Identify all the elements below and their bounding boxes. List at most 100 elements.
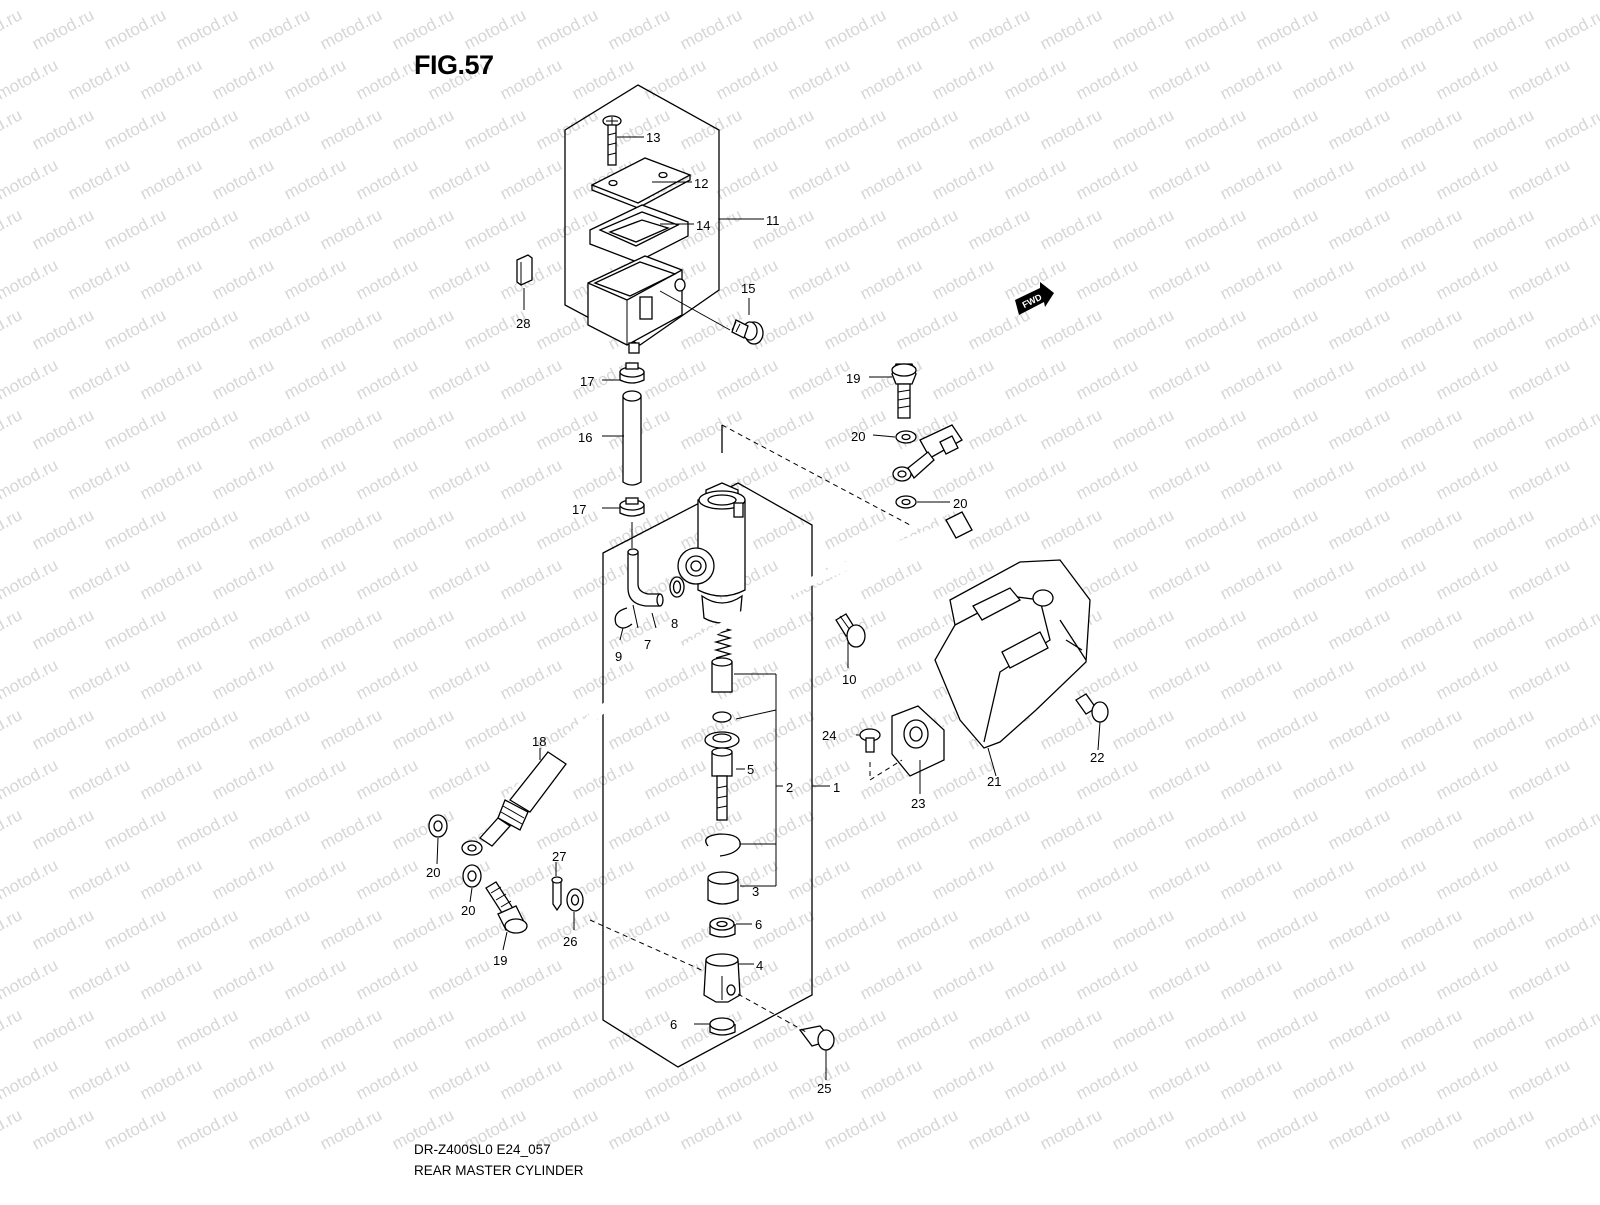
- watermark-text: motod.ru: [65, 155, 133, 203]
- watermark-text: motod.ru: [1541, 405, 1600, 453]
- watermark-text: motod.ru: [245, 1005, 313, 1053]
- watermark-text: motod.ru: [101, 905, 169, 953]
- watermark-text: motod.ru: [1073, 855, 1141, 903]
- callout-6-upper: 6: [755, 917, 762, 932]
- watermark-text: motod.ru: [965, 5, 1033, 53]
- part-washer-20-d: [462, 864, 482, 888]
- watermark-text: motod.ru: [1433, 655, 1501, 703]
- watermark-text: motod.ru: [0, 1055, 61, 1103]
- watermark-text: motod.ru: [209, 1055, 277, 1103]
- watermark-text: motod.ru: [1361, 155, 1429, 203]
- watermark-text: motod.ru: [1181, 5, 1249, 53]
- watermark-text: motod.ru: [353, 555, 421, 603]
- callout-27: 27: [552, 849, 566, 864]
- watermark-text: motod.ru: [317, 405, 385, 453]
- watermark-text: motod.ru: [137, 755, 205, 803]
- watermark-text: motod.ru: [281, 255, 349, 303]
- watermark-text: motod.ru: [497, 155, 565, 203]
- callout-19-upper: 19: [846, 371, 860, 386]
- watermark-text: motod.ru: [533, 1005, 601, 1053]
- part-nut-6-upper: [709, 917, 736, 938]
- watermark-text: motod.ru: [245, 1105, 313, 1153]
- watermark-text: motod.ru: [1505, 555, 1573, 603]
- watermark-text: motod.ru: [1289, 0, 1357, 4]
- watermark-text: motod.ru: [1289, 655, 1357, 703]
- watermark-text: motod.ru: [785, 755, 853, 803]
- watermark-text: motod.ru: [929, 0, 997, 4]
- watermark-text: motod.ru: [137, 655, 205, 703]
- part-screw-10: [835, 613, 866, 648]
- watermark-text: motod.ru: [605, 605, 673, 653]
- watermark-text: motod.ru: [425, 655, 493, 703]
- watermark-text: motod.ru: [605, 5, 673, 53]
- watermark-text: motod.ru: [785, 1055, 853, 1103]
- watermark-text: motod.ru: [1397, 405, 1465, 453]
- watermark-text: motod.ru: [1433, 255, 1501, 303]
- watermark-text: motod.ru: [1289, 755, 1357, 803]
- watermark-text: motod.ru: [1145, 655, 1213, 703]
- watermark-text: motod.ru: [1253, 1005, 1321, 1053]
- watermark-text: motod.ru: [857, 655, 925, 703]
- watermark-text: motod.ru: [497, 355, 565, 403]
- watermark-text: motod.ru: [281, 855, 349, 903]
- callout-28: 28: [516, 316, 530, 331]
- part-union-bolt-19-upper: [891, 363, 917, 419]
- callout-20-c: 20: [426, 865, 440, 880]
- watermark-text: motod.ru: [1073, 1055, 1141, 1103]
- watermark-text: motod.ru: [641, 755, 709, 803]
- watermark-text: motod.ru: [1001, 955, 1069, 1003]
- watermark-text: motod.ru: [1181, 805, 1249, 853]
- watermark-text: motod.ru: [893, 105, 961, 153]
- watermark-text: motod.ru: [101, 505, 169, 553]
- watermark-text: motod.ru: [425, 955, 493, 1003]
- watermark-text: motod.ru: [929, 355, 997, 403]
- watermark-text: motod.ru: [857, 355, 925, 403]
- watermark-text: motod.ru: [425, 1055, 493, 1103]
- part-clamp-17-upper: [619, 362, 645, 384]
- watermark-text: motod.ru: [1325, 505, 1393, 553]
- watermark-text: motod.ru: [281, 1055, 349, 1103]
- watermark-text: motod.ru: [0, 155, 61, 203]
- watermark-text: motod.ru: [1361, 0, 1429, 4]
- watermark-text: motod.ru: [173, 605, 241, 653]
- watermark-text: motod.ru: [1505, 755, 1573, 803]
- watermark-text: motod.ru: [713, 155, 781, 203]
- watermark-text: motod.ru: [1505, 1055, 1573, 1103]
- watermark-text: motod.ru: [209, 55, 277, 103]
- part-cotter-pin-27: [551, 876, 563, 912]
- watermark-text: motod.ru: [101, 305, 169, 353]
- watermark-text: motod.ru: [929, 855, 997, 903]
- watermark-text: motod.ru: [209, 355, 277, 403]
- watermark-text: motod.ru: [137, 1055, 205, 1103]
- watermark-text: motod.ru: [65, 0, 133, 4]
- watermark-text: motod.ru: [0, 905, 25, 953]
- watermark-text: motod.ru: [929, 1055, 997, 1103]
- watermark-text: motod.ru: [209, 555, 277, 603]
- watermark-text: motod.ru: [1037, 105, 1105, 153]
- watermark-text: motod.ru: [389, 905, 457, 953]
- watermark-text: motod.ru: [641, 55, 709, 103]
- watermark-text: motod.ru: [1397, 605, 1465, 653]
- watermark-text: motod.ru: [1217, 955, 1285, 1003]
- watermark-text: motod.ru: [29, 805, 97, 853]
- watermark-text: motod.ru: [1217, 155, 1285, 203]
- watermark-text: motod.ru: [29, 105, 97, 153]
- watermark-text: motod.ru: [641, 355, 709, 403]
- watermark-text: motod.ru: [1469, 5, 1537, 53]
- watermark-text: motod.ru: [1181, 705, 1249, 753]
- watermark-text: motod.ru: [281, 555, 349, 603]
- watermark-text: motod.ru: [1109, 1005, 1177, 1053]
- watermark-text: motod.ru: [1109, 105, 1177, 153]
- watermark-text: motod.ru: [821, 305, 889, 353]
- watermark-text: motod.ru: [1325, 805, 1393, 853]
- watermark-text: motod.ru: [1433, 55, 1501, 103]
- callout-17-upper: 17: [580, 374, 594, 389]
- watermark-text: motod.ru: [1469, 1005, 1537, 1053]
- watermark-text: motod.ru: [281, 155, 349, 203]
- watermark-text: motod.ru: [317, 805, 385, 853]
- watermark-text: motod.ru: [245, 805, 313, 853]
- watermark-text: motod.ru: [245, 905, 313, 953]
- watermark-text: motod.ru: [65, 1055, 133, 1103]
- watermark-text: motod.ru: [0, 755, 61, 803]
